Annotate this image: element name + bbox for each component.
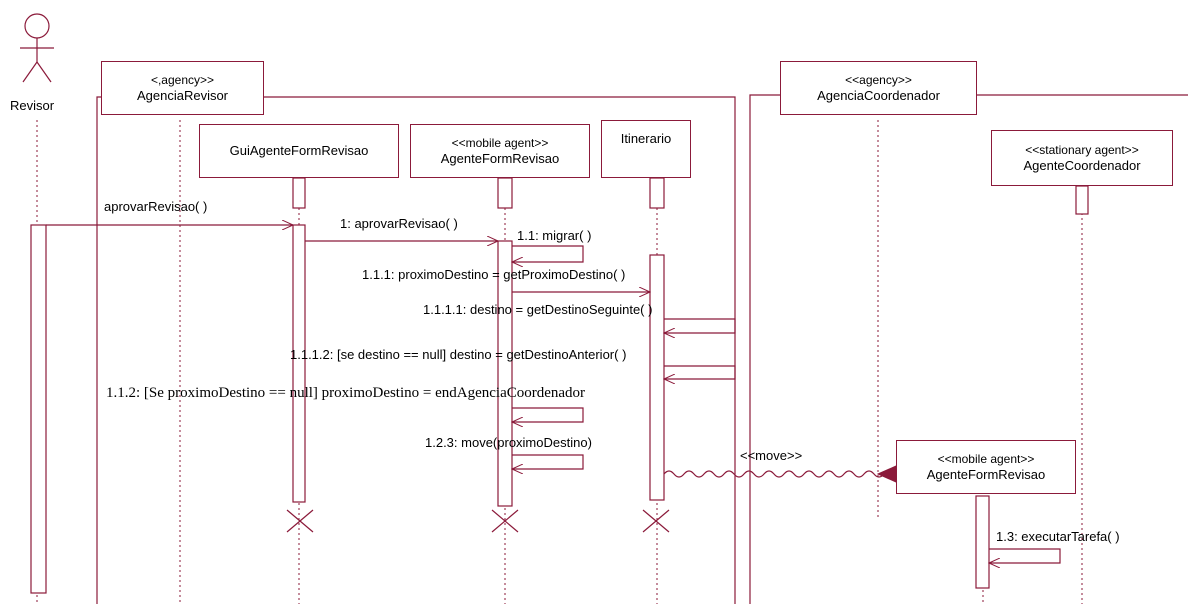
msg-label-m9: 1.3: executarTarefa( ) <box>996 529 1120 544</box>
msg-label-m8: <<move>> <box>740 448 803 463</box>
msg-label-m7: 1.2.3: move(proximoDestino) <box>425 435 592 450</box>
msg-label-m3: 1.1.1: proximoDestino = getProximoDestin… <box>362 267 626 282</box>
object-coordenador: <<stationary agent>> AgenteCoordenador <box>991 130 1173 186</box>
activation-coordenador-top <box>1075 185 1089 215</box>
object-agente-form-name: AgenteFormRevisao <box>440 151 560 166</box>
activation-gui <box>292 224 306 503</box>
activation-agente-form <box>497 240 513 507</box>
object-agente-form-moved-stereotype: <<mobile agent>> <box>937 452 1035 466</box>
msg-line-m7 <box>512 454 584 469</box>
agencia-revisor-stereotype: <,agency>> <box>150 73 215 87</box>
move-arrowhead <box>876 465 897 483</box>
object-gui-name: GuiAgenteFormRevisao <box>229 143 369 158</box>
msg-label-m1: 1: aprovarRevisao( ) <box>340 216 458 231</box>
msg-label-m2: 1.1: migrar( ) <box>517 228 592 243</box>
object-agente-form-stereotype: <<mobile agent>> <box>451 136 549 150</box>
agencia-coordenador-frame <box>749 94 1188 604</box>
msg-label-m0: aprovarRevisao( ) <box>104 199 208 214</box>
msg-line-m8 <box>663 470 885 478</box>
agencia-revisor-name: AgenciaRevisor <box>136 88 229 103</box>
object-itinerario: Itinerario <box>601 120 691 178</box>
msg-line-m9 <box>989 548 1061 563</box>
msg-label-m4: 1.1.1.1: destino = getDestinoSeguinte( ) <box>423 302 653 317</box>
agencia-coordenador-header: <<agency>> AgenciaCoordenador <box>780 61 977 115</box>
object-agente-form: <<mobile agent>> AgenteFormRevisao <box>410 124 590 178</box>
object-agente-form-moved-name: AgenteFormRevisao <box>926 467 1046 482</box>
msg-line-m6 <box>512 407 584 422</box>
activation-revisor <box>30 224 47 594</box>
destroy-gui-mark <box>286 509 314 533</box>
object-agente-form-moved: <<mobile agent>> AgenteFormRevisao <box>896 440 1076 494</box>
msg-label-m5: 1.1.1.2: [se destino == null] destino = … <box>290 347 627 362</box>
agencia-revisor-header: <,agency>> AgenciaRevisor <box>101 61 264 115</box>
activation-agente-form-moved <box>975 495 990 589</box>
agencia-revisor-frame <box>96 96 736 604</box>
msg-line-m5 <box>664 365 736 379</box>
activation-gui-top <box>292 177 306 209</box>
agencia-coordenador-stereotype: <<agency>> <box>845 73 912 87</box>
msg-label-m6: 1.1.2: [Se proximoDestino == null] proxi… <box>106 385 586 401</box>
msg-line-m2 <box>512 245 584 262</box>
destroy-agente-form-mark <box>491 509 519 533</box>
object-gui: GuiAgenteFormRevisao <box>199 124 399 178</box>
activation-itinerario-top <box>649 177 665 209</box>
activation-itinerario <box>649 254 665 501</box>
agencia-coordenador-name: AgenciaCoordenador <box>817 88 940 103</box>
actor-figure <box>20 13 54 83</box>
object-coordenador-name: AgenteCoordenador <box>1023 158 1141 173</box>
actor-name: Revisor <box>10 98 55 113</box>
activation-agente-form-top <box>497 177 513 209</box>
msg-line-m4 <box>664 318 736 333</box>
object-itinerario-name: Itinerario <box>620 131 672 146</box>
object-coordenador-stereotype: <<stationary agent>> <box>1025 143 1139 157</box>
destroy-itinerario-mark <box>642 509 670 533</box>
